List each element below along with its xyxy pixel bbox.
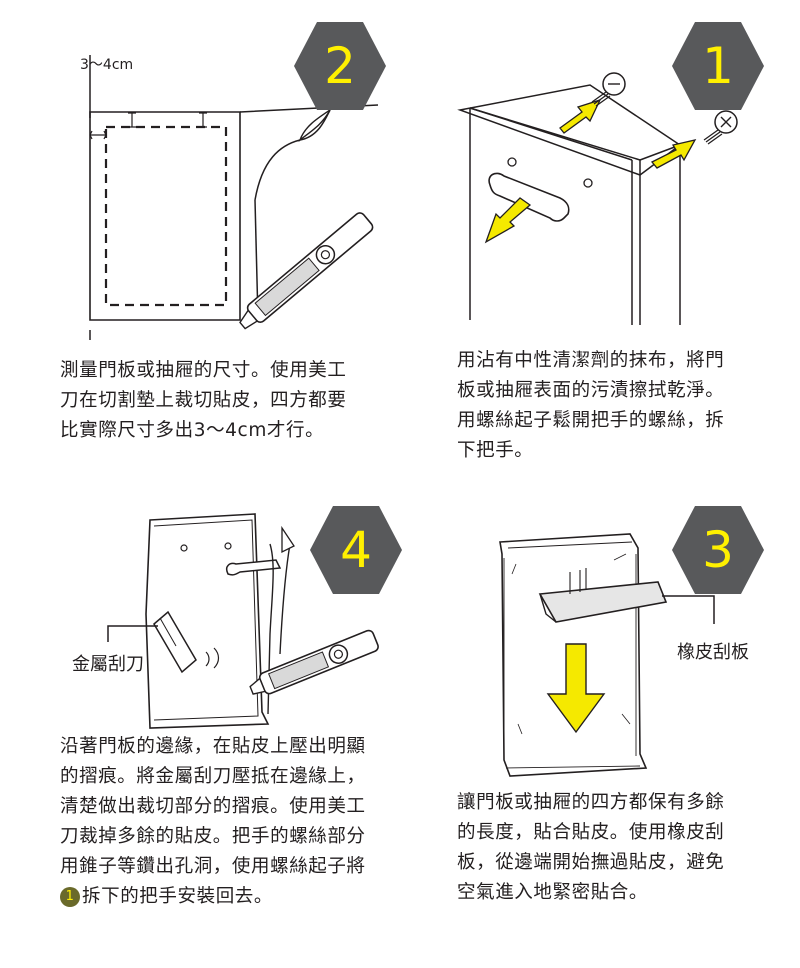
caption-line: 板或抽屜表面的污漬擦拭乾淨。 [457,380,725,401]
hexagon-icon [310,506,402,594]
step-4-panel: 金屬刮刀 4 沿著門板的邊緣，在貼皮上壓出明顯 的摺痕。將金屬刮刀壓抵在邊緣上，… [0,484,402,968]
step-1-caption: 用沾有中性清潔劑的抹布，將門 板或抽屜表面的污漬擦拭乾淨。 用螺絲起子鬆開把手的… [457,346,787,466]
squeegee-label: 橡皮刮板 [677,642,749,663]
caption-line: 用沾有中性清潔劑的抹布，將門 [457,350,725,371]
caption-line: 讓門板或抽屜的四方都保有多餘 [457,792,725,813]
step-number: 3 [702,521,734,579]
caption-line: 的長度，貼合貼皮。使用橡皮刮 [457,822,725,843]
step-number: 1 [702,37,734,95]
step-number: 2 [324,37,356,95]
caption-line: 沿著門板的邊緣，在貼皮上壓出明顯 [60,736,366,757]
step-3-illustration [499,533,715,777]
metal-spatula-label: 金屬刮刀 [72,654,144,675]
step-4-illustration [107,513,379,729]
caption-line: 測量門板或抽屜的尺寸。使用美工 [60,360,347,381]
step-number-badge: 2 [290,16,390,116]
step-2-panel: 3～4cm 2 測量門板或抽屜的尺寸。使用美工 刀在切割墊上裁切貼皮，四方都要 … [0,0,400,484]
step-2-illustration [89,55,379,340]
step-4-caption: 沿著門板的邊緣，在貼皮上壓出明顯 的摺痕。將金屬刮刀壓抵在邊緣上， 清楚做出裁切… [60,732,400,912]
caption-line: 用錐子等鑽出孔洞，使用螺絲起子將 [60,856,366,877]
caption-line: 下把手。 [457,440,534,461]
hexagon-icon [672,22,764,110]
step-3-panel: 橡皮刮板 3 讓門板或抽屜的四方都保有多餘 的長度，貼合貼皮。使用橡皮刮 板，從… [400,484,800,968]
step-3-caption: 讓門板或抽屜的四方都保有多餘 的長度，貼合貼皮。使用橡皮刮 板，從邊端開始撫過貼… [457,788,787,908]
step-number-badge: 4 [306,500,406,600]
hexagon-icon [672,506,764,594]
step-1-illustration [457,72,738,325]
step-number-badge: 1 [668,16,768,116]
caption-line: 板，從邊端開始撫過貼皮，避免 [457,852,725,873]
hexagon-icon [294,22,386,110]
caption-line: 刀在切割墊上裁切貼皮，四方都要 [60,390,347,411]
caption-line: 刀裁掉多餘的貼皮。把手的螺絲部分 [60,826,366,847]
dimension-label: 3～4cm [80,57,134,73]
caption-line: 空氣進入地緊密貼合。 [457,882,649,903]
step-1-panel: 1 用沾有中性清潔劑的抹布，將門 板或抽屜表面的污漬擦拭乾淨。 用螺絲起子鬆開把… [400,0,800,484]
step-2-caption: 測量門板或抽屜的尺寸。使用美工 刀在切割墊上裁切貼皮，四方都要 比實際尺寸多出3… [60,356,390,446]
step-number: 4 [340,521,372,579]
caption-line: 的摺痕。將金屬刮刀壓抵在邊緣上， [60,766,366,787]
caption-line: 清楚做出裁切部分的摺痕。使用美工 [60,796,366,817]
caption-line: 拆下的把手安裝回去。 [82,886,274,907]
caption-line: 用螺絲起子鬆開把手的螺絲，拆 [457,410,725,431]
caption-line: 比實際尺寸多出3～4cm才行。 [60,420,325,441]
step-ref-badge: 1 [60,887,80,907]
step-number-badge: 3 [668,500,768,600]
